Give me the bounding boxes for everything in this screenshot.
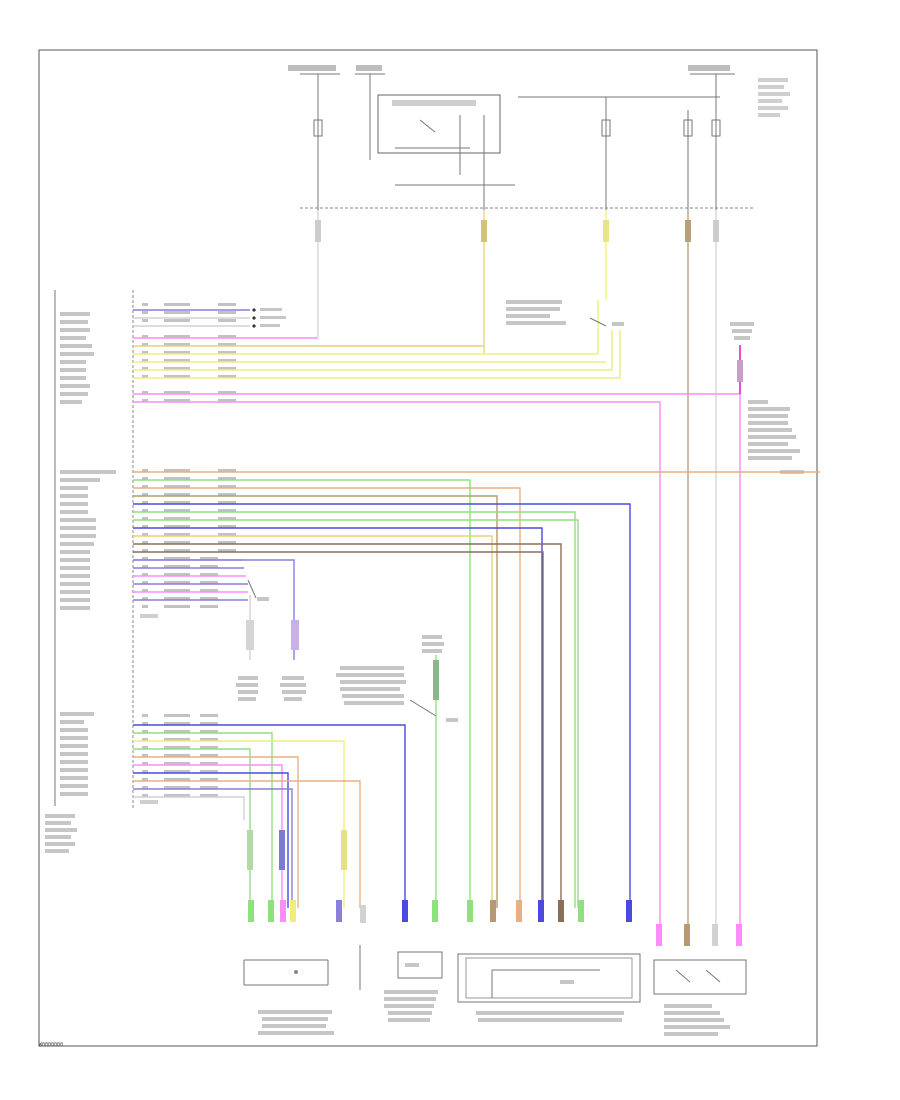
relay-box	[377, 94, 501, 154]
sensor-labels-block-2	[236, 597, 306, 701]
switch-label	[506, 300, 624, 327]
top-label-2	[356, 65, 382, 71]
brake-switch-box	[653, 959, 747, 995]
top-label-3	[688, 65, 730, 71]
middle-sensor	[336, 635, 458, 908]
pcm-module	[45, 290, 158, 853]
diagram-frame	[38, 49, 818, 1047]
right-sensor-label	[730, 322, 804, 474]
fuse-4	[711, 119, 721, 137]
fuse-3	[683, 119, 693, 137]
fuse-1	[313, 119, 323, 137]
bottom-components	[243, 900, 747, 1036]
wires-block-3	[133, 714, 406, 908]
top-drops	[315, 210, 719, 930]
wires-block-2	[133, 469, 820, 908]
fuse-2	[601, 119, 611, 137]
top-fuse-section	[288, 65, 790, 210]
top-label-1	[288, 65, 336, 71]
pedal-sensor-box	[457, 953, 641, 1003]
sensor-box	[397, 951, 443, 979]
page-code: W0000000	[39, 1042, 64, 1048]
